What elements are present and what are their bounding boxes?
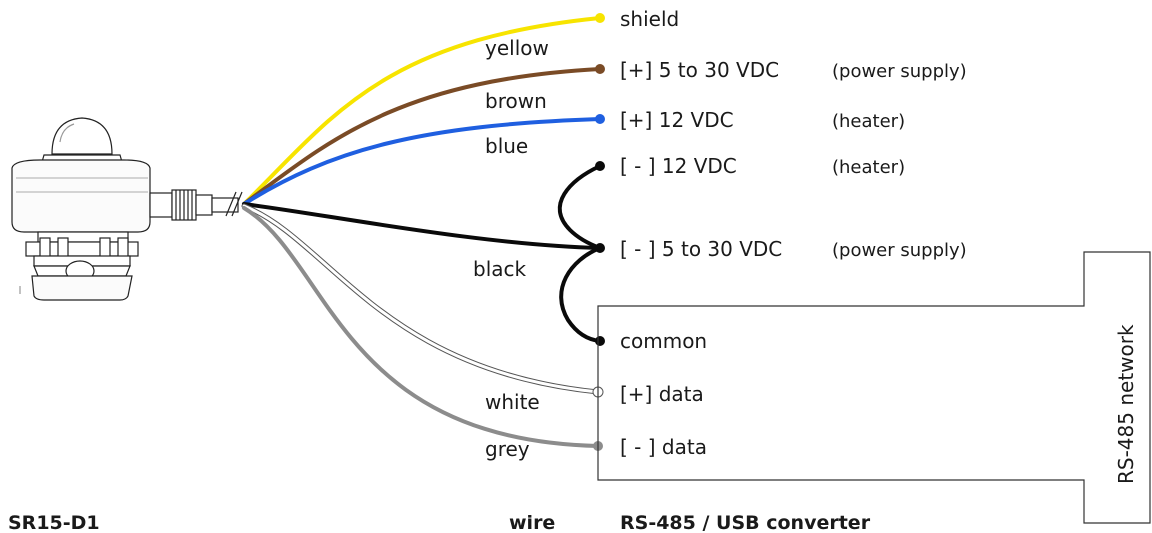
dot-heat-plus bbox=[595, 114, 605, 124]
terminal-pwr-minus: [ - ] 5 to 30 VDC bbox=[620, 237, 782, 261]
terminal-pwr-minus-note: (power supply) bbox=[832, 240, 967, 261]
wire-black bbox=[242, 202, 602, 250]
terminal-heat-minus: [ - ] 12 VDC bbox=[620, 154, 737, 178]
wire-label-brown: brown bbox=[485, 89, 547, 113]
rs485-network-label: RS-485 network bbox=[1114, 324, 1138, 484]
sensor-device-illustration bbox=[11, 117, 243, 301]
terminal-dots bbox=[592, 13, 605, 451]
converter-box bbox=[597, 251, 1151, 524]
wire-label-blue: blue bbox=[485, 134, 528, 158]
wire-label-yellow: yellow bbox=[485, 36, 549, 60]
wire-grey bbox=[242, 206, 600, 448]
terminal-common: common bbox=[620, 329, 707, 353]
wires bbox=[241, 16, 602, 448]
terminal-data-minus: [ - ] data bbox=[620, 435, 707, 459]
wire-labels: yellow brown blue black white grey bbox=[473, 36, 549, 461]
wire-blue bbox=[242, 117, 602, 206]
terminal-data-plus: [+] data bbox=[620, 382, 704, 406]
dot-pwr-plus bbox=[595, 64, 605, 74]
terminal-heat-plus-note: (heater) bbox=[832, 111, 905, 132]
wire-label-grey: grey bbox=[485, 437, 530, 461]
dot-pwr-minus bbox=[595, 243, 605, 253]
wire-black-loop-lower bbox=[559, 246, 602, 343]
terminal-heat-minus-note: (heater) bbox=[832, 157, 905, 178]
terminal-heat-plus: [+] 12 VDC bbox=[620, 108, 734, 132]
dot-shield bbox=[595, 13, 605, 23]
converter-name: RS-485 / USB converter bbox=[620, 512, 871, 533]
wire-column-header: wire bbox=[509, 512, 555, 533]
device-name: SR15-D1 bbox=[8, 512, 100, 533]
wire-brown bbox=[242, 67, 602, 206]
terminal-pwr-plus-note: (power supply) bbox=[832, 61, 967, 82]
wire-white bbox=[242, 204, 600, 394]
terminal-shield: shield bbox=[620, 7, 679, 31]
wire-yellow bbox=[242, 16, 602, 206]
terminal-pwr-plus: [+] 5 to 30 VDC bbox=[620, 58, 779, 82]
wire-black-loop-upper bbox=[557, 164, 602, 250]
wire-label-black: black bbox=[473, 257, 527, 281]
dot-heat-minus bbox=[595, 161, 605, 171]
wire-label-white: white bbox=[485, 390, 540, 414]
terminal-labels: shield [+] 5 to 30 VDC (power supply) [+… bbox=[620, 7, 967, 459]
dot-common bbox=[595, 336, 605, 346]
